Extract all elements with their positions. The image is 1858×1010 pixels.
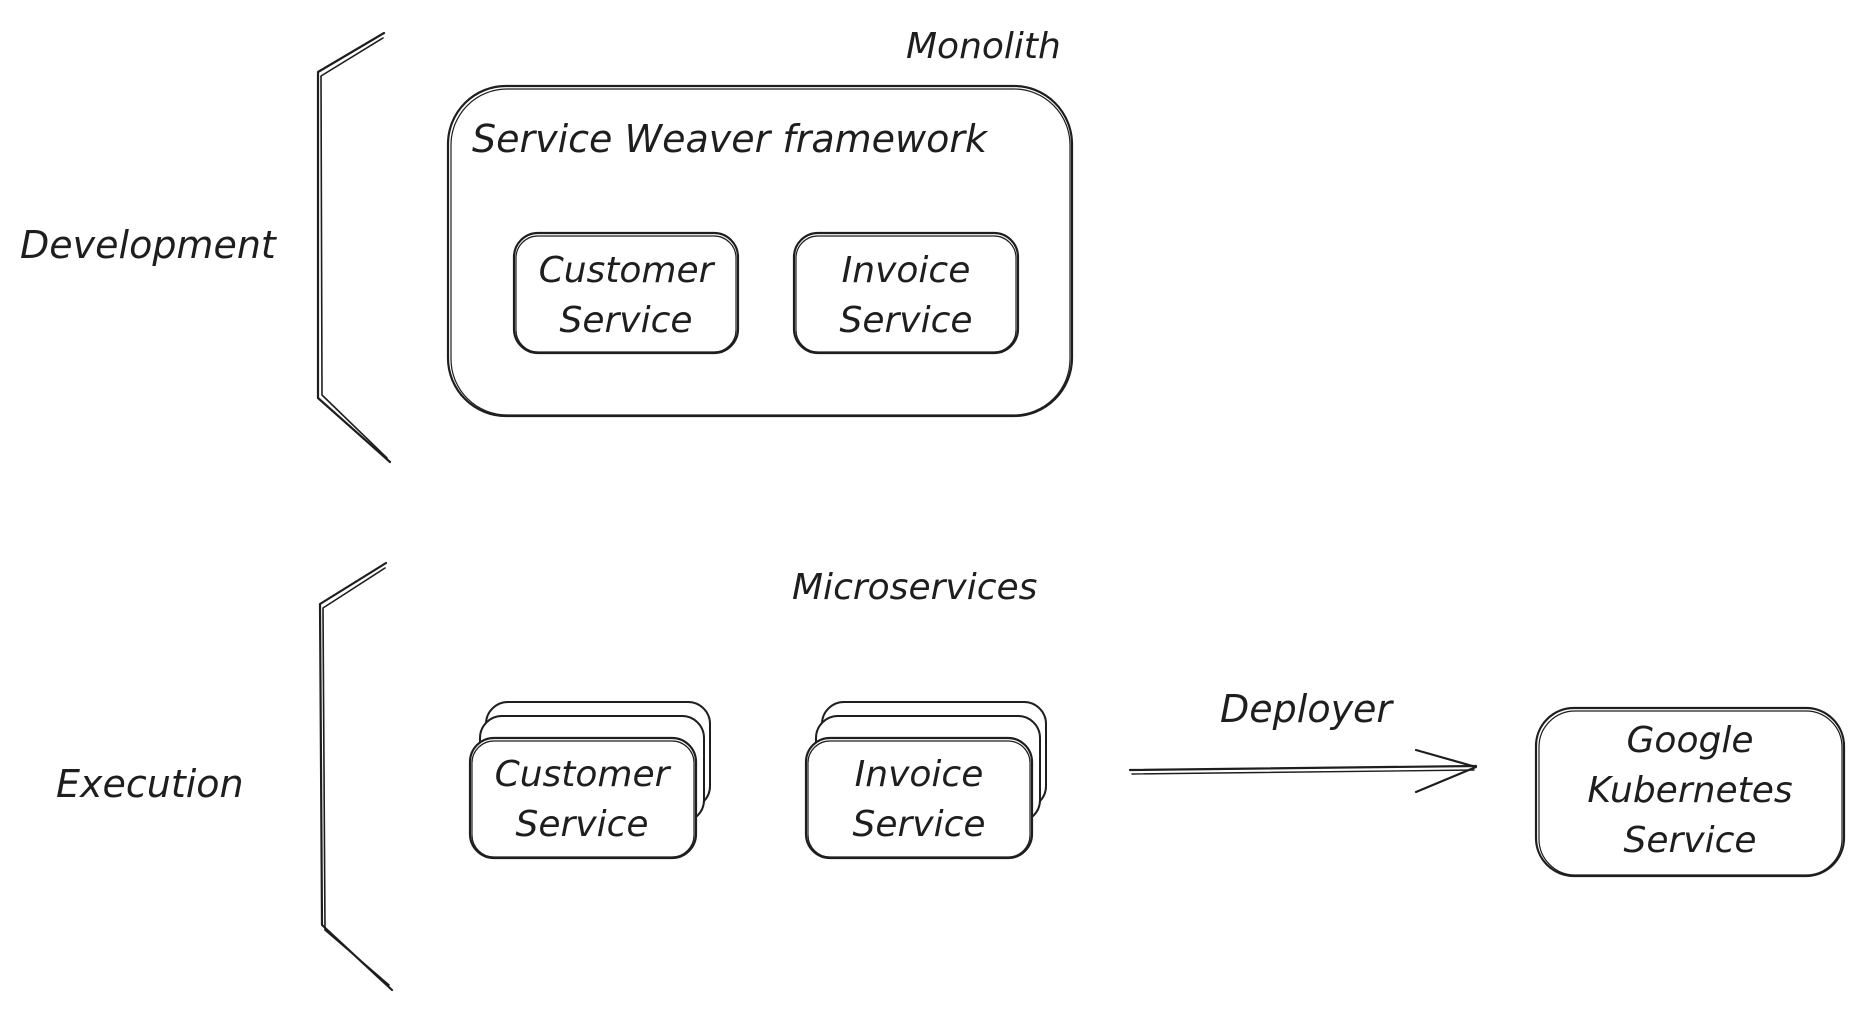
dev-service-invoice-line2: Service [839, 300, 972, 341]
dev-service-customer-line1: Customer [539, 250, 716, 291]
dev-service-invoice [792, 231, 1020, 355]
deployer-arrow [1128, 748, 1478, 794]
exec-service-invoice-line1: Invoice [855, 754, 984, 795]
framework-title: Service Weaver framework [472, 117, 989, 161]
deployer-label: Deployer [1220, 687, 1394, 731]
phase-label-development: Development [20, 223, 278, 267]
section-title-microservices: Microservices [792, 567, 1037, 608]
exec-service-customer-stack [468, 701, 711, 860]
bracket-execution [318, 561, 394, 992]
dev-service-customer-line2: Service [559, 300, 692, 341]
target-gks-line1: Google [1627, 720, 1754, 761]
exec-service-invoice-stack [804, 701, 1047, 860]
bracket-development [316, 31, 392, 464]
dev-service-customer [512, 231, 740, 355]
target-gks-box [1534, 706, 1846, 878]
target-gks-line3: Service [1623, 820, 1756, 861]
dev-service-invoice-line1: Invoice [842, 250, 971, 291]
exec-service-invoice-line2: Service [852, 804, 985, 845]
section-title-monolith: Monolith [906, 26, 1061, 67]
target-gks-line2: Kubernetes [1587, 770, 1792, 811]
exec-service-customer-line2: Service [515, 804, 648, 845]
phase-label-execution: Execution [56, 762, 244, 806]
exec-service-customer-line1: Customer [495, 754, 672, 795]
